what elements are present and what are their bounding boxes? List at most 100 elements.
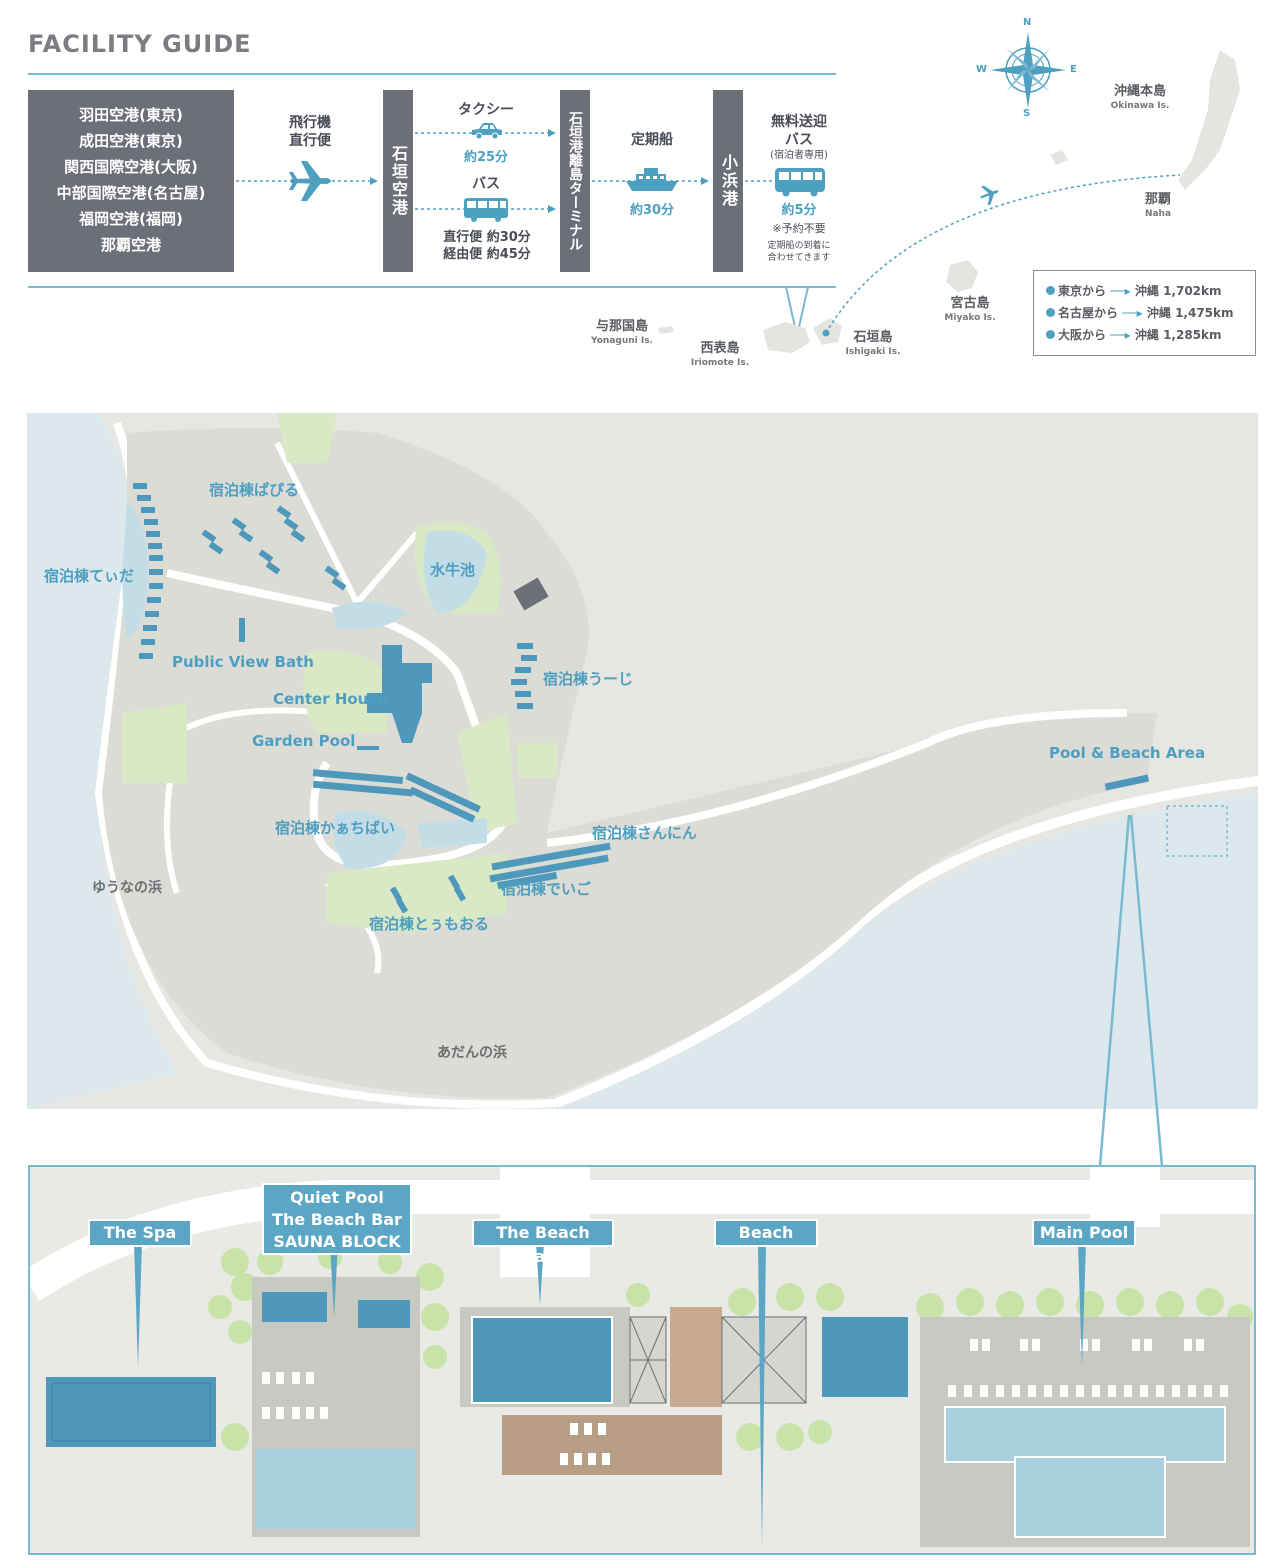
label-kachipai: 宿泊棟かぁちばい xyxy=(275,819,396,837)
shuttle-time: 約5分 xyxy=(781,203,817,218)
access-route-graphics xyxy=(236,123,825,337)
label-adan: あだんの浜 xyxy=(437,1045,507,1061)
tree xyxy=(1196,1288,1224,1316)
distance-row: 大阪から ──▸ 沖縄 1,285km xyxy=(1046,324,1255,346)
villa-unit xyxy=(517,643,533,649)
villa-unit xyxy=(515,667,531,673)
villa-unit xyxy=(141,639,155,645)
window xyxy=(1092,1385,1100,1397)
island-name-jp: 西表島 xyxy=(700,341,740,356)
small-airplane-icon xyxy=(980,185,999,206)
distance-row: 名古屋から ──▸ 沖縄 1,475km xyxy=(1046,302,1255,324)
distance-from: 名古屋から xyxy=(1058,306,1119,320)
window xyxy=(320,1407,328,1419)
origin-airport: 中部国際空港(名古屋) xyxy=(56,184,206,202)
label-uji: 宿泊棟うーじ xyxy=(543,670,634,688)
villa-unit xyxy=(144,519,158,525)
tag-line-sauna: SAUNA BLOCK xyxy=(273,1232,401,1251)
window xyxy=(996,1385,1004,1397)
villa-row xyxy=(312,769,404,784)
villa-unit xyxy=(447,874,461,890)
ishigaki-airport-box: 石垣空港 xyxy=(383,90,413,272)
tree xyxy=(996,1291,1024,1319)
tree xyxy=(776,1283,804,1311)
arrow-head xyxy=(370,177,378,185)
arrow-head xyxy=(548,129,556,137)
villa-row xyxy=(312,780,414,797)
window xyxy=(1188,1385,1196,1397)
villa-unit xyxy=(146,531,160,537)
distance-from: 大阪から xyxy=(1058,328,1107,342)
cafe-windows xyxy=(560,1423,610,1465)
villa-unit xyxy=(517,703,533,709)
beach-cafe-deck xyxy=(502,1415,722,1475)
green-area xyxy=(327,853,507,933)
villa-unit xyxy=(283,517,299,531)
villa-unit xyxy=(147,597,161,603)
garden-pool-marker xyxy=(357,746,379,750)
kohama-port-box: 小浜港 xyxy=(713,90,743,272)
shuttle-bus-icon xyxy=(775,168,825,197)
label-tida: 宿泊棟てぃだ xyxy=(44,567,135,585)
green-area xyxy=(517,743,557,778)
island-name-en: Naha xyxy=(1144,209,1172,219)
compass-n: N xyxy=(1023,17,1032,28)
window xyxy=(574,1453,582,1465)
page-title: FACILITY GUIDE xyxy=(28,30,252,58)
tree xyxy=(776,1423,804,1451)
arrow-head xyxy=(701,177,709,185)
tree xyxy=(1156,1291,1184,1319)
villa-unit xyxy=(149,583,163,589)
window xyxy=(964,1385,972,1397)
tag-quiet-pool: Quiet Pool The Beach Bar SAUNA BLOCK xyxy=(262,1183,412,1255)
beach-cafe-pool xyxy=(471,1316,613,1404)
tag-beach: Beach xyxy=(714,1219,818,1247)
tree xyxy=(626,1283,650,1307)
tree xyxy=(208,1295,232,1319)
window xyxy=(588,1453,596,1465)
window xyxy=(1076,1385,1084,1397)
villa-unit xyxy=(258,549,274,563)
boardwalk xyxy=(670,1307,722,1407)
villa-unit xyxy=(148,543,162,549)
shuttle-label-line1: 無料送迎 xyxy=(771,114,827,130)
pool-beach-building xyxy=(1104,774,1150,791)
window xyxy=(1220,1385,1228,1397)
grey-building xyxy=(513,577,549,611)
sea-south xyxy=(547,793,1258,1109)
villa-unit xyxy=(453,886,467,902)
label-garden-pool: Garden Pool xyxy=(252,732,356,750)
villa-unit xyxy=(515,691,531,697)
villa-units xyxy=(133,483,611,914)
tag-main-pool: Main Pool xyxy=(1032,1219,1136,1247)
window xyxy=(1132,1339,1140,1351)
detail-road xyxy=(1090,1167,1160,1227)
island-name-en: Yonaguni Is. xyxy=(591,336,653,346)
footer-rule xyxy=(28,286,836,288)
arrow-icon: ──▸ xyxy=(1122,306,1143,320)
tree xyxy=(416,1263,444,1291)
islet-shape xyxy=(1050,150,1068,165)
window xyxy=(1060,1385,1068,1397)
origin-airport: 羽田空港(東京) xyxy=(79,106,183,124)
beach-pool xyxy=(822,1317,908,1397)
villa-unit xyxy=(201,529,217,543)
villa-unit xyxy=(389,886,403,902)
villa-unit xyxy=(290,529,306,543)
beach-bar-pool xyxy=(358,1300,410,1328)
shuttle-note2a: 定期船の到着に xyxy=(767,241,831,251)
center-house-building xyxy=(367,645,432,743)
green-area xyxy=(122,703,187,783)
window xyxy=(1204,1385,1212,1397)
compass-e: E xyxy=(1070,64,1077,75)
origin-airport: 関西国際空港(大阪) xyxy=(64,158,198,176)
ishigaki-dot xyxy=(822,329,830,337)
pond-suigyu xyxy=(423,530,487,613)
villa-unit xyxy=(208,541,224,555)
bus-icon xyxy=(464,198,508,222)
compass-icon xyxy=(990,32,1066,108)
villa-row xyxy=(491,842,611,871)
taxi-icon xyxy=(472,123,502,140)
taxi-time: 約25分 xyxy=(463,150,509,165)
